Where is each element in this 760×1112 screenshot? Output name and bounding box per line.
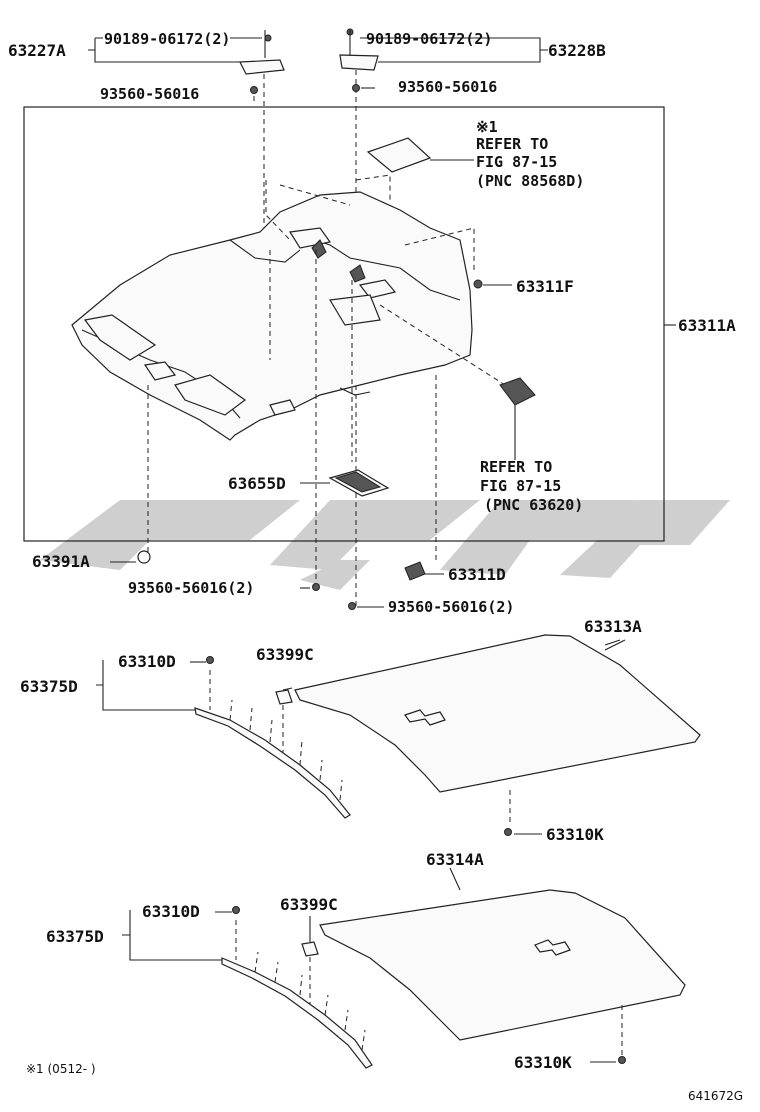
label-63310K-b: 63310K: [514, 1053, 572, 1072]
clip-93560-2b: [348, 602, 384, 610]
figure-code: 641672G: [688, 1089, 743, 1103]
trim-63375D-b: [122, 906, 373, 1069]
label-63310D-a: 63310D: [118, 652, 176, 671]
label-63311F: 63311F: [516, 277, 574, 296]
label-63313A: 63313A: [584, 617, 642, 636]
clip-93560-a: [250, 86, 258, 105]
label-refer1-line3: (PNC 88568D): [476, 172, 584, 190]
label-63310K-a: 63310K: [546, 825, 604, 844]
lamp-63620: [499, 377, 536, 460]
clip-93560-b: [352, 84, 375, 92]
label-63375D-a: 63375D: [20, 677, 78, 696]
label-63310D-b: 63310D: [142, 902, 200, 921]
clip-63310K-a: [504, 790, 512, 836]
label-63227A: 63227A: [8, 41, 66, 60]
trim-63375D-a: [96, 656, 351, 819]
panel-63313A: [294, 634, 701, 793]
bracket-63227A: [88, 30, 285, 245]
clip-63399C-b: [301, 941, 319, 1010]
label-63314A: 63314A: [426, 850, 484, 869]
watermark-stroke-3: [440, 500, 640, 575]
watermark-logo: [40, 500, 730, 590]
label-refer2-line1: REFER TO: [480, 458, 552, 476]
clip-63391A: [110, 550, 151, 564]
label-63391A: 63391A: [32, 552, 90, 571]
label-93560-b: 93560-56016: [398, 78, 497, 96]
label-63655D: 63655D: [228, 474, 286, 493]
label-refer1-line1: REFER TO: [476, 135, 548, 153]
clip-63310K-b: [590, 1005, 626, 1064]
refer-plate-88568D: [366, 137, 432, 173]
watermark-stroke-5: [300, 560, 370, 590]
label-refer2-line3: (PNC 63620): [484, 496, 583, 514]
label-63399C-b: 63399C: [280, 895, 338, 914]
bracket-63228B: [339, 28, 548, 610]
label-63375D-b: 63375D: [46, 927, 104, 946]
label-refer2-line2: FIG 87-15: [480, 477, 561, 495]
label-93560-2b: 93560-56016(2): [388, 598, 514, 616]
watermark-stroke-4: [560, 500, 730, 578]
label-90189-b: 90189-06172(2): [366, 30, 492, 48]
watermark-stroke-1: [40, 500, 300, 570]
plate-63655D: [328, 469, 390, 497]
label-93560-2a: 93560-56016(2): [128, 579, 254, 597]
label-93560-a: 93560-56016: [100, 85, 199, 103]
label-63311D: 63311D: [448, 565, 506, 584]
label-63311A: 63311A: [678, 316, 736, 335]
label-63399C-a: 63399C: [256, 645, 314, 664]
label-refer1-mark: ※1: [476, 118, 498, 136]
watermark-stroke-2: [270, 500, 480, 570]
clip-93560-2a: [300, 583, 320, 591]
footnote: ※1 (0512- ): [26, 1062, 96, 1076]
headliner-63311A: [71, 180, 506, 582]
screw-63311F: [473, 279, 512, 289]
headliner-group-box: [23, 106, 665, 542]
label-90189-a: 90189-06172(2): [104, 30, 230, 48]
clip-63399C-a: [275, 689, 293, 760]
panel-63314A: [319, 889, 686, 1041]
clip-63311D: [404, 561, 444, 581]
label-63228B: 63228B: [548, 41, 606, 60]
label-refer1-line2: FIG 87-15: [476, 153, 557, 171]
